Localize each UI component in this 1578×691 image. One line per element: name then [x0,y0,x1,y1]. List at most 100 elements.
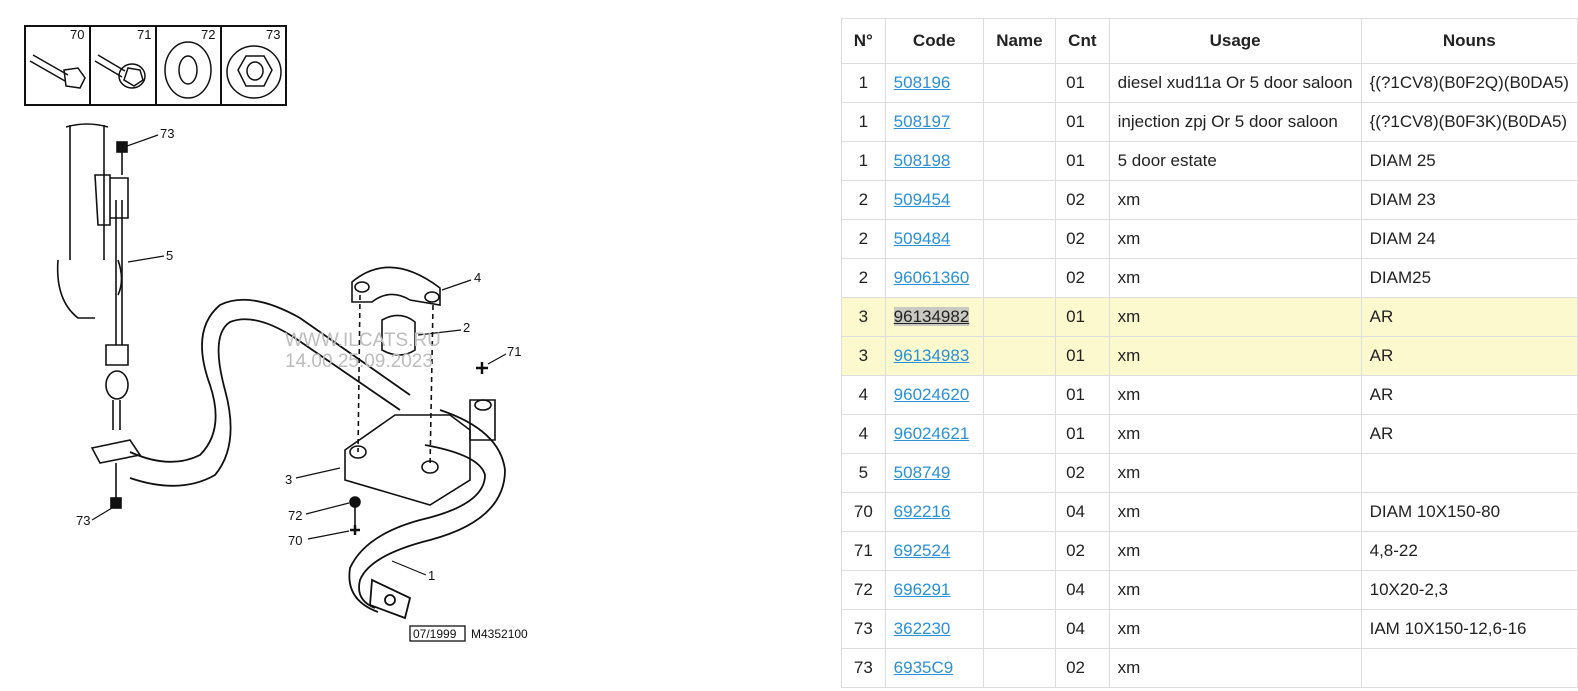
cell-usage: xm [1108,570,1362,610]
part-code-link[interactable]: 692216 [893,502,951,521]
cell-name [982,180,1057,220]
cell-cnt: 02 [1055,648,1110,688]
cell-usage: xm [1108,531,1362,571]
part-code-link[interactable]: 508749 [893,463,951,482]
part-code-link[interactable]: 96134982 [893,307,970,326]
cell-usage: xm [1108,453,1362,493]
thumb-label-70: 70 [70,27,84,42]
cell-nouns: DIAM 25 [1360,141,1578,181]
cell-code: 508198 [884,141,984,181]
part-code-link[interactable]: 96024621 [893,424,970,443]
cell-cnt: 01 [1055,336,1110,376]
cell-name [982,258,1057,298]
cell-name [982,219,1057,259]
cell-code: 692524 [884,531,984,571]
cell-cnt: 01 [1055,375,1110,415]
cell-nouns: AR [1360,297,1578,337]
callout-4: 4 [474,270,481,285]
part-code-link[interactable]: 508198 [893,151,951,170]
cell-cnt: 04 [1055,570,1110,610]
callout-leaders [91,134,507,576]
col-header-name[interactable]: Name [982,18,1057,64]
cell-name [982,141,1057,181]
bolt-70-icon [29,54,86,89]
cell-nouns: DIAM 23 [1360,180,1578,220]
callout-73-top: 73 [160,126,174,141]
cell-name [982,414,1057,454]
cell-nouns: DIAM 10X150-80 [1360,492,1578,532]
cell-code: 96024621 [884,414,984,454]
cell-code: 362230 [884,609,984,649]
cell-no: 73 [841,648,886,688]
cell-code: 508196 [884,63,984,103]
cell-usage: xm [1108,219,1362,259]
callout-71: 71 [507,344,521,359]
cell-no: 2 [841,180,886,220]
cell-no: 1 [841,141,886,181]
cell-no: 3 [841,297,886,337]
cell-nouns: AR [1360,336,1578,376]
cell-no: 70 [841,492,886,532]
cell-code: 96134982 [884,297,984,337]
part-code-link[interactable]: 96134983 [893,346,970,365]
cell-name [982,609,1057,649]
cell-name [982,531,1057,571]
cell-usage: xm [1108,648,1362,688]
col-header-usage[interactable]: Usage [1108,18,1362,64]
col-header-no[interactable]: N° [841,18,886,64]
cell-code: 96024620 [884,375,984,415]
fastener-thumbnails [24,25,287,106]
clamp-bracket-drawing [344,266,496,535]
part-code-link[interactable]: 508196 [893,73,951,92]
cell-nouns [1360,648,1578,688]
part-code-link[interactable]: 508197 [893,112,951,131]
table-header-row: N° Code Name Cnt Usage Nouns [841,18,1578,64]
cell-usage: 5 door estate [1108,141,1362,181]
cell-code: 6935C9 [884,648,984,688]
part-code-link[interactable]: 362230 [893,619,951,638]
part-code-link[interactable]: 96024620 [893,385,970,404]
callout-2: 2 [463,320,470,335]
part-code-link[interactable]: 509484 [893,229,951,248]
cell-code: 696291 [884,570,984,610]
cell-cnt: 02 [1055,180,1110,220]
cell-cnt: 01 [1055,63,1110,103]
flange-bolt-71-icon [94,54,146,89]
cell-usage: xm [1108,375,1362,415]
cell-no: 4 [841,414,886,454]
col-header-nouns[interactable]: Nouns [1360,18,1578,64]
cell-code: 508197 [884,102,984,142]
part-code-link[interactable]: 96061360 [893,268,970,287]
cell-code: 96061360 [884,258,984,298]
callout-5: 5 [166,248,173,263]
col-header-code[interactable]: Code [884,18,984,64]
callout-72: 72 [288,508,302,523]
callout-70: 70 [288,533,302,548]
cell-no: 1 [841,102,886,142]
cell-nouns: DIAM25 [1360,258,1578,298]
watermark-date: 14.00 25.09.2023 [285,351,433,372]
cell-nouns: AR [1360,375,1578,415]
part-code-link[interactable]: 696291 [893,580,951,599]
thumb-label-72: 72 [201,27,215,42]
part-code-link[interactable]: 6935C9 [893,658,954,677]
callout-3: 3 [285,472,292,487]
col-header-cnt[interactable]: Cnt [1055,18,1110,64]
cell-code: 692216 [884,492,984,532]
part-code-link[interactable]: 509454 [893,190,951,209]
cell-no: 3 [841,336,886,376]
thumb-label-71: 71 [137,27,151,42]
diagram-date: 07/1999 [413,627,457,641]
cell-name [982,570,1057,610]
cell-cnt: 02 [1055,219,1110,259]
cell-cnt: 01 [1055,414,1110,454]
part-code-link[interactable]: 692524 [893,541,951,560]
cell-cnt: 01 [1055,102,1110,142]
